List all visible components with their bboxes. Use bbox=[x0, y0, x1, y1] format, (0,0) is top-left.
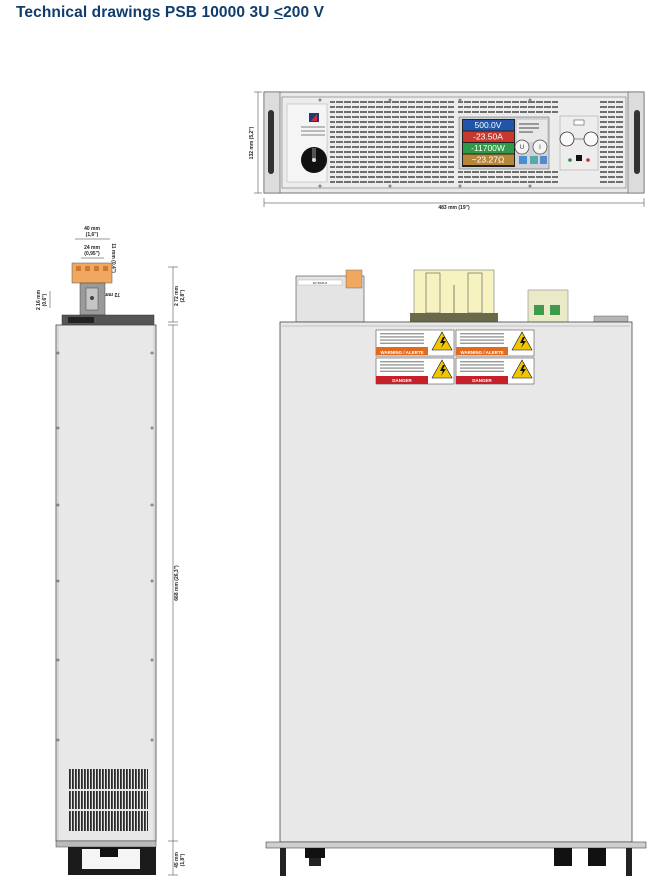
usb-port[interactable] bbox=[573, 119, 585, 126]
title-le-symbol: < bbox=[273, 4, 284, 21]
svg-text:U: U bbox=[520, 145, 524, 151]
handle-right bbox=[634, 110, 640, 174]
front-vents-left bbox=[330, 100, 454, 186]
display-row-bg bbox=[463, 143, 514, 154]
lock-icon[interactable] bbox=[519, 156, 527, 164]
handle-left bbox=[268, 110, 274, 174]
side-body bbox=[55, 324, 157, 842]
side-length-dim: 668 mm (26,3") bbox=[174, 565, 180, 601]
menu-icon[interactable] bbox=[540, 156, 547, 164]
front-view: 132 mm (5,2") 500.0V -23.50A-11700W ~23.27… bbox=[249, 91, 645, 211]
warning-header: DANGER bbox=[472, 378, 492, 383]
warning-label: DANGER bbox=[375, 357, 455, 385]
side-vent-grill bbox=[68, 769, 148, 831]
side-dim-72b-in: (2,8") bbox=[180, 289, 186, 302]
front-vents-bottom bbox=[458, 170, 558, 186]
svg-text:I: I bbox=[539, 145, 541, 151]
side-bottom-dim-in: (1,8") bbox=[180, 853, 186, 866]
rear-module-label: ET-5026-8 bbox=[313, 281, 327, 285]
warning-labels: WARNING / ALERTE WARNING / ALERTE DANGER DA… bbox=[375, 329, 535, 385]
warning-header: WARNING / ALERTE bbox=[380, 350, 423, 355]
side-dim-40-in: (1,6") bbox=[86, 232, 99, 238]
display-row-value: ~23.27Ω bbox=[472, 155, 505, 165]
warning-label: DANGER bbox=[455, 357, 535, 385]
warning-label: WARNING / ALERTE bbox=[375, 329, 455, 357]
display-row-value: 500.0V bbox=[475, 120, 502, 130]
side-dim-24: 24 mm bbox=[84, 245, 100, 251]
button-right[interactable] bbox=[583, 131, 599, 147]
side-dim-40: 40 mm bbox=[84, 226, 100, 232]
side-dim-16: 2 16 mm bbox=[36, 289, 42, 310]
knob-voltage[interactable] bbox=[514, 139, 530, 155]
display-row-value: -11700W bbox=[471, 143, 505, 153]
front-height-dim: 132 mm (5,2") bbox=[249, 126, 255, 159]
warning-header: DANGER bbox=[392, 378, 412, 383]
display-row-bg bbox=[463, 120, 514, 131]
side-bottom-dim: 45 mm bbox=[174, 852, 180, 868]
onoff-button[interactable] bbox=[576, 155, 582, 161]
button-left[interactable] bbox=[559, 131, 575, 147]
display-row-bg bbox=[463, 131, 514, 142]
display-rows: 500.0V -23.50A-11700W ~23.27Ω bbox=[463, 120, 514, 165]
display-row-bg bbox=[463, 154, 514, 165]
side-dim-72b: 2 72 mm bbox=[174, 285, 180, 306]
rear-body bbox=[279, 321, 633, 843]
side-dim-24-in: (0,95") bbox=[84, 251, 100, 257]
title-suffix: 200 V bbox=[283, 4, 325, 21]
knob-current[interactable] bbox=[532, 139, 548, 155]
title-prefix: Technical drawings PSB 10000 3U bbox=[16, 4, 274, 21]
display-row-value: -23.50A bbox=[473, 132, 503, 142]
warning-label: WARNING / ALERTE bbox=[455, 329, 535, 357]
front-width-dim: 483 mm (19") bbox=[438, 205, 470, 211]
side-dim-16-in: (0.6") bbox=[42, 293, 48, 306]
page-title: Technical drawings PSB 10000 3U <200 V bbox=[16, 4, 324, 22]
settings-icon[interactable] bbox=[530, 156, 538, 164]
front-vents-right bbox=[600, 100, 624, 186]
warning-header: WARNING / ALERTE bbox=[460, 350, 503, 355]
front-vents-top bbox=[458, 100, 558, 116]
side-view: 40 mm (1,6") 24 mm (0,95") 11 mm (0,4") … bbox=[36, 226, 186, 876]
side-dim-11: 11 mm (0,4") bbox=[110, 243, 116, 273]
